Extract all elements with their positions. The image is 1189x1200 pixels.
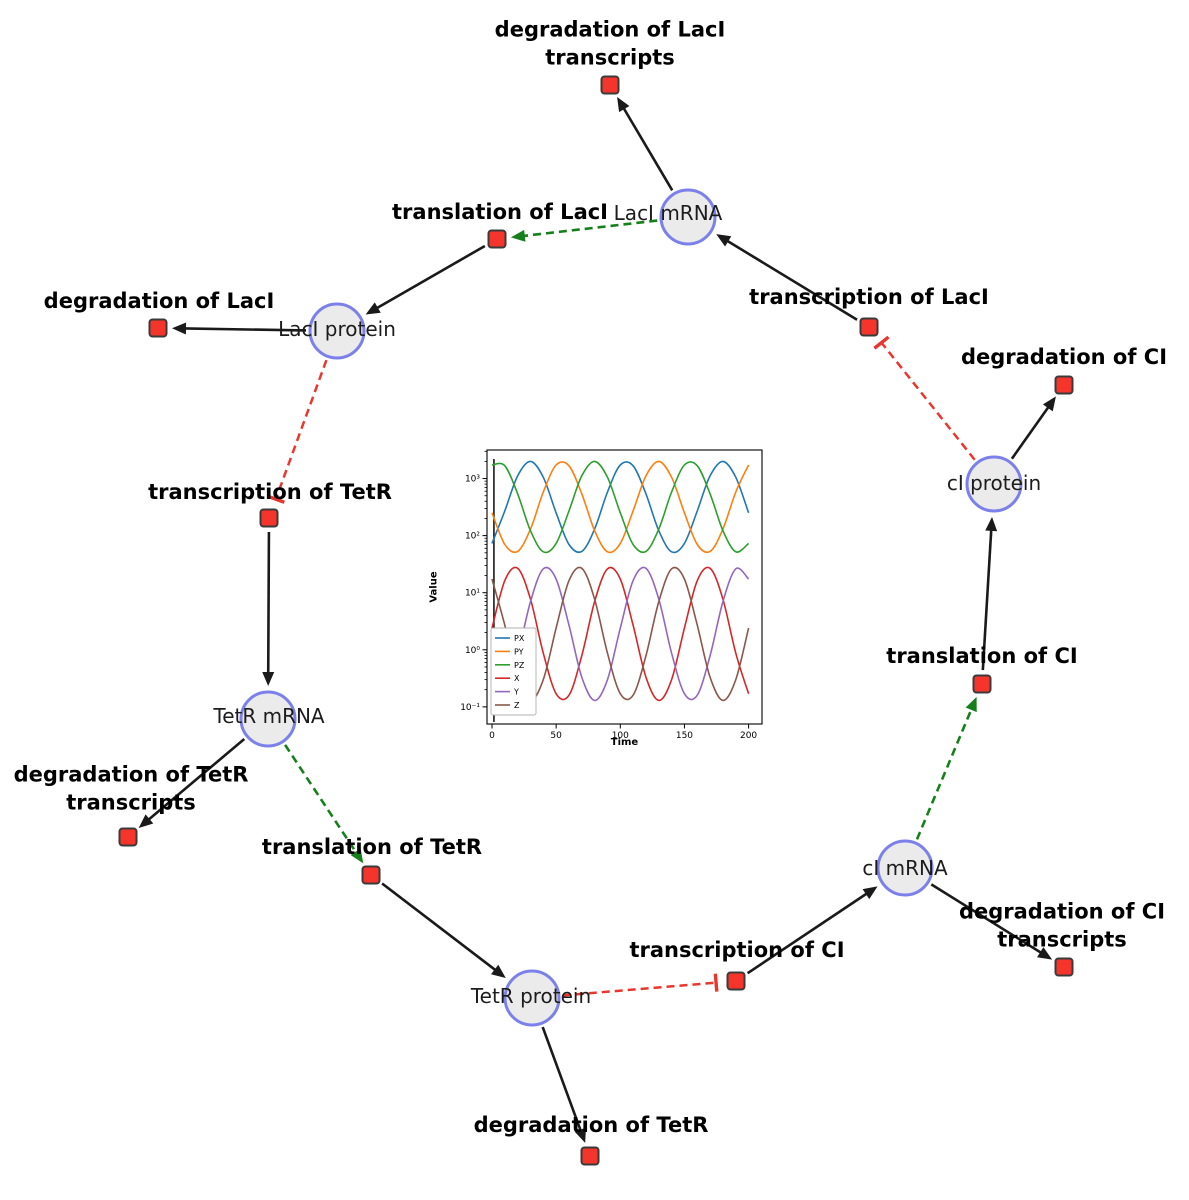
chart-x-tick-label: 0 <box>489 731 495 741</box>
chart-legend-label: Z <box>514 701 520 710</box>
reaction-node-translation-ci[interactable] <box>972 674 992 694</box>
species-node-laci-mrna[interactable] <box>659 188 717 246</box>
species-node-ci-mrna[interactable] <box>876 839 934 897</box>
reaction-label-translation-laci: translation of LacI <box>392 200 608 225</box>
edge-transcription_tetr-tetr_mrna-arrowhead <box>262 671 275 687</box>
edge-transcription_laci-laci_mrna-arrowhead <box>716 234 732 247</box>
chart-series-PX <box>491 460 750 554</box>
edge-ci_mrna-deg_ci_tx-arrowhead <box>1037 947 1053 960</box>
reaction-label-translation-ci: translation of CI <box>886 644 1078 669</box>
chart-legend-label: PX <box>514 634 525 643</box>
chart-series-Y <box>491 566 750 702</box>
species-label-laci-protein: LacI protein <box>278 317 396 341</box>
chart-axes-box <box>486 449 763 725</box>
reaction-node-degradation-laci-transcripts[interactable] <box>600 75 620 95</box>
edge-laci_mrna-deg_laci_tx-arrowhead <box>617 97 630 113</box>
edge-ci_mrna-deg_ci_tx <box>930 883 1043 955</box>
chart-x-tick-label: 100 <box>612 731 629 741</box>
edge-ci_protein-degradation_ci-arrowhead <box>1042 396 1056 412</box>
chart-x-tick-label: 50 <box>550 731 562 741</box>
species-node-ci-protein[interactable] <box>965 455 1023 513</box>
chart-x-tick-label: 150 <box>676 731 693 741</box>
chart-y-tick-label: 10² <box>465 532 480 542</box>
reaction-node-degradation-ci-transcripts[interactable] <box>1054 957 1074 977</box>
edge-tetr_protein-transcription_ci-tee-bar <box>713 973 719 992</box>
edge-transcription_ci-ci_mrna <box>746 891 869 975</box>
chart-legend-box <box>490 627 537 716</box>
reaction-label-transcription-tetr: transcription of TetR <box>148 480 392 505</box>
edge-tetr_protein-degradation_tetr <box>541 1026 583 1133</box>
edge-ci_protein-transcription_laci-tee-bar <box>873 335 890 350</box>
edge-laci_protein-degradation_laci <box>183 327 307 332</box>
edge-ci_mrna-translation_ci <box>915 707 974 840</box>
reaction-label-degradation-ci: degradation of CI <box>960 345 1168 370</box>
species-node-tetr-protein[interactable] <box>503 969 561 1027</box>
edge-tetr_mrna-translation_tetr-arrowhead <box>350 848 364 864</box>
edge-translation_laci-laci_protein <box>375 244 486 310</box>
chart-y-tick-label: 10¹ <box>465 589 480 599</box>
chart-legend-label: Y <box>513 688 519 697</box>
edge-ci_protein-transcription_laci <box>880 341 976 461</box>
chart-x-axis-label: Time <box>610 737 639 748</box>
chart-legend-label: PZ <box>514 661 525 670</box>
chart-series-PY <box>491 460 750 554</box>
edge-tetr_mrna-deg_tetr_tx-arrowhead <box>138 814 154 828</box>
reaction-node-degradation-ci[interactable] <box>1054 375 1074 395</box>
edge-laci_mrna-translation_laci-arrowhead <box>510 229 526 242</box>
reaction-node-transcription-laci[interactable] <box>859 317 879 337</box>
edge-translation_tetr-tetr_protein-arrowhead <box>491 964 506 978</box>
chart-series-X <box>491 566 750 702</box>
reaction-node-transcription-tetr[interactable] <box>259 508 279 528</box>
edge-tetr_protein-degradation_tetr-arrowhead <box>574 1127 586 1143</box>
edge-laci_protein-transcription_tetr-tee-bar <box>266 494 285 504</box>
chart-legend-label: X <box>514 674 520 683</box>
reaction-label-translation-tetr: translation of TetR <box>261 835 483 860</box>
edge-translation_laci-laci_protein-arrowhead <box>365 302 381 315</box>
species-label-ci-mrna: cI mRNA <box>862 856 948 880</box>
edge-laci_protein-transcription_tetr <box>274 359 328 500</box>
edge-laci_mrna-translation_laci <box>522 219 658 238</box>
chart-y-axis-label: Value <box>428 571 440 603</box>
edge-transcription_ci-ci_mrna-arrowhead <box>862 886 878 900</box>
edge-translation_ci-ci_protein-arrowhead <box>985 516 998 532</box>
reaction-node-translation-tetr[interactable] <box>361 865 381 885</box>
species-label-tetr-mrna: TetR mRNA <box>213 704 325 728</box>
edge-ci_mrna-translation_ci-arrowhead <box>965 696 977 713</box>
reaction-label-transcription-ci: transcription of CI <box>629 938 845 963</box>
reaction-node-degradation-laci[interactable] <box>148 318 168 338</box>
chart-y-tick-label: 10⁻¹ <box>460 703 480 713</box>
chart-canvas: 0 50 100 150 200 10⁻¹ 10⁰ 10¹ 10² 10³ PX PY PZ XYZ <box>460 449 763 741</box>
reaction-node-degradation-tetr[interactable] <box>580 1146 600 1166</box>
species-node-laci-protein[interactable] <box>308 302 366 360</box>
chart-x-tick-label: 200 <box>740 731 757 741</box>
edge-transcription_tetr-tetr_mrna <box>266 531 271 675</box>
edge-laci_mrna-deg_laci_tx <box>622 106 674 191</box>
chart-legend-label: PY <box>514 647 524 656</box>
chart-series-PZ <box>491 460 750 554</box>
edge-tetr_mrna-translation_tetr <box>283 744 358 855</box>
chart-y-tick-label: 10⁰ <box>465 646 480 656</box>
edge-translation_ci-ci_protein <box>981 528 993 671</box>
reaction-label-transcription-laci: transcription of LacI <box>749 285 989 310</box>
species-label-ci-protein: cI protein <box>946 471 1042 495</box>
chart-y-tick-label: 10³ <box>465 475 480 485</box>
species-label-tetr-protein: TetR protein <box>470 984 592 1008</box>
edge-transcription_laci-laci_mrna <box>725 239 858 321</box>
reaction-label-degradation-tetr: degradation of TetR <box>473 1113 709 1138</box>
species-label-laci-mrna: LacI mRNA <box>613 201 723 225</box>
species-node-tetr-mrna[interactable] <box>239 690 297 748</box>
reaction-node-degradation-tetr-transcripts[interactable] <box>118 827 138 847</box>
edge-laci_protein-degradation_laci-arrowhead <box>171 322 187 335</box>
edge-ci_protein-degradation_ci <box>1010 405 1051 460</box>
reaction-node-transcription-ci[interactable] <box>726 971 746 991</box>
reaction-label-degradation-laci: degradation of LacI <box>43 289 275 314</box>
edge-translation_tetr-tetr_protein <box>381 882 498 972</box>
reaction-node-translation-laci[interactable] <box>487 229 507 249</box>
edge-tetr_mrna-deg_tetr_tx <box>147 737 246 822</box>
